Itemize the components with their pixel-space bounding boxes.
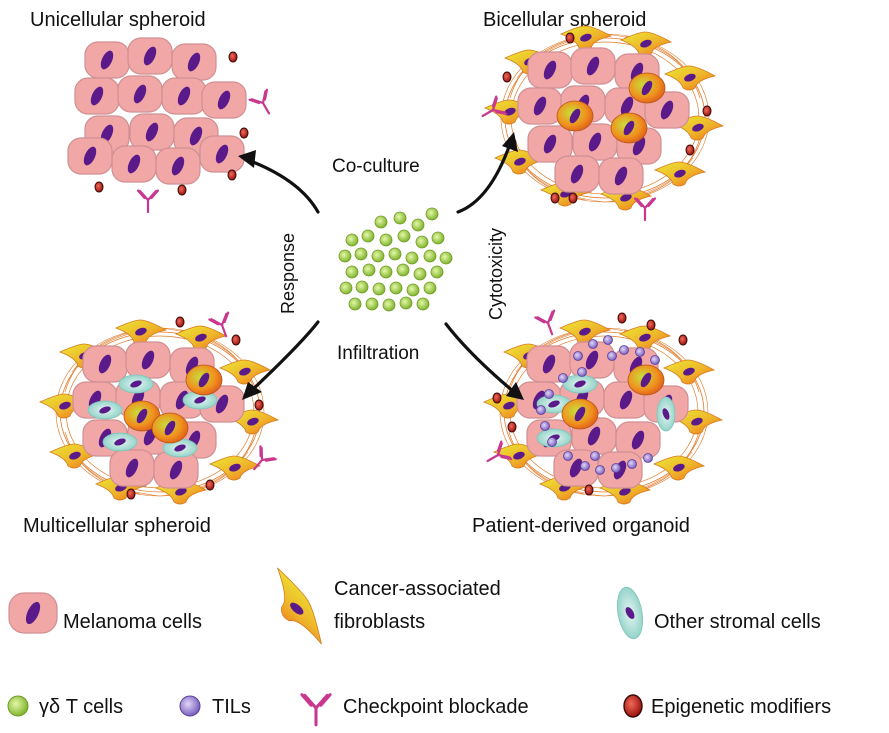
legend-caf-label-2: fibroblasts	[334, 611, 425, 633]
checkpoint-antibody	[136, 189, 160, 214]
legend: Melanoma cells Cancer-associated fibrobl…	[7, 567, 831, 727]
arrow-response-up	[246, 158, 320, 214]
legend-checkpoint: Checkpoint blockade	[300, 693, 529, 727]
legend-caf: Cancer-associated fibroblasts	[277, 567, 501, 645]
arrows	[246, 142, 516, 394]
legend-tils: TILs	[179, 695, 251, 718]
epigenetic-modifier-icon	[623, 694, 643, 718]
legend-gdt: γδ T cells	[7, 695, 123, 718]
infiltration-label: Infiltration	[337, 343, 419, 364]
checkpoint-antibody	[534, 309, 563, 339]
unicellular-spheroid: Unicellular spheroid	[30, 9, 279, 214]
bicellular-spheroid: Bicellular spheroid	[476, 9, 723, 222]
bicellular-title: Bicellular spheroid	[483, 9, 646, 31]
unicellular-title: Unicellular spheroid	[30, 9, 206, 31]
arrow-head	[506, 382, 524, 400]
checkpoint-antibody	[633, 197, 657, 222]
arrow-heads	[238, 132, 524, 400]
arrow-infiltration-left	[248, 320, 320, 394]
legend-stromal: Other stromal cells	[616, 586, 821, 640]
arrow-head	[242, 382, 262, 400]
legend-melanoma-label: Melanoma cells	[63, 611, 202, 633]
cytotoxicity-label: Cytotoxicity	[486, 228, 506, 320]
legend-caf-label-1: Cancer-associated	[334, 578, 501, 600]
multicellular-title: Multicellular spheroid	[23, 515, 211, 537]
fibroblast-icon	[277, 567, 322, 645]
til-icon	[179, 695, 201, 717]
arrow-head	[238, 150, 256, 168]
multicellular-spheroid: Multicellular spheroid	[23, 311, 278, 537]
patient-derived-organoid: Patient-derived organoid	[472, 309, 722, 537]
gdt-cell-cluster	[338, 207, 453, 312]
legend-gdt-label: γδ T cells	[39, 696, 123, 718]
legend-epigenetic: Epigenetic modifiers	[623, 694, 831, 718]
gdt-cell-icon	[7, 695, 29, 717]
legend-melanoma: Melanoma cells	[8, 592, 202, 634]
checkpoint-antibody	[248, 88, 279, 120]
arrow-cytotoxicity-up	[456, 142, 512, 214]
response-label: Response	[278, 233, 298, 314]
stromal-cell-icon	[616, 586, 644, 640]
legend-stromal-label: Other stromal cells	[654, 611, 821, 633]
arrow-head	[502, 132, 518, 152]
coculture-label: Co-culture	[332, 156, 420, 177]
organoid-title: Patient-derived organoid	[472, 515, 690, 537]
antibody-icon	[300, 693, 332, 727]
legend-epigenetic-label: Epigenetic modifiers	[651, 696, 831, 718]
arrow-infiltration-right	[444, 322, 516, 394]
legend-tils-label: TILs	[212, 696, 251, 718]
legend-checkpoint-label: Checkpoint blockade	[343, 696, 529, 718]
